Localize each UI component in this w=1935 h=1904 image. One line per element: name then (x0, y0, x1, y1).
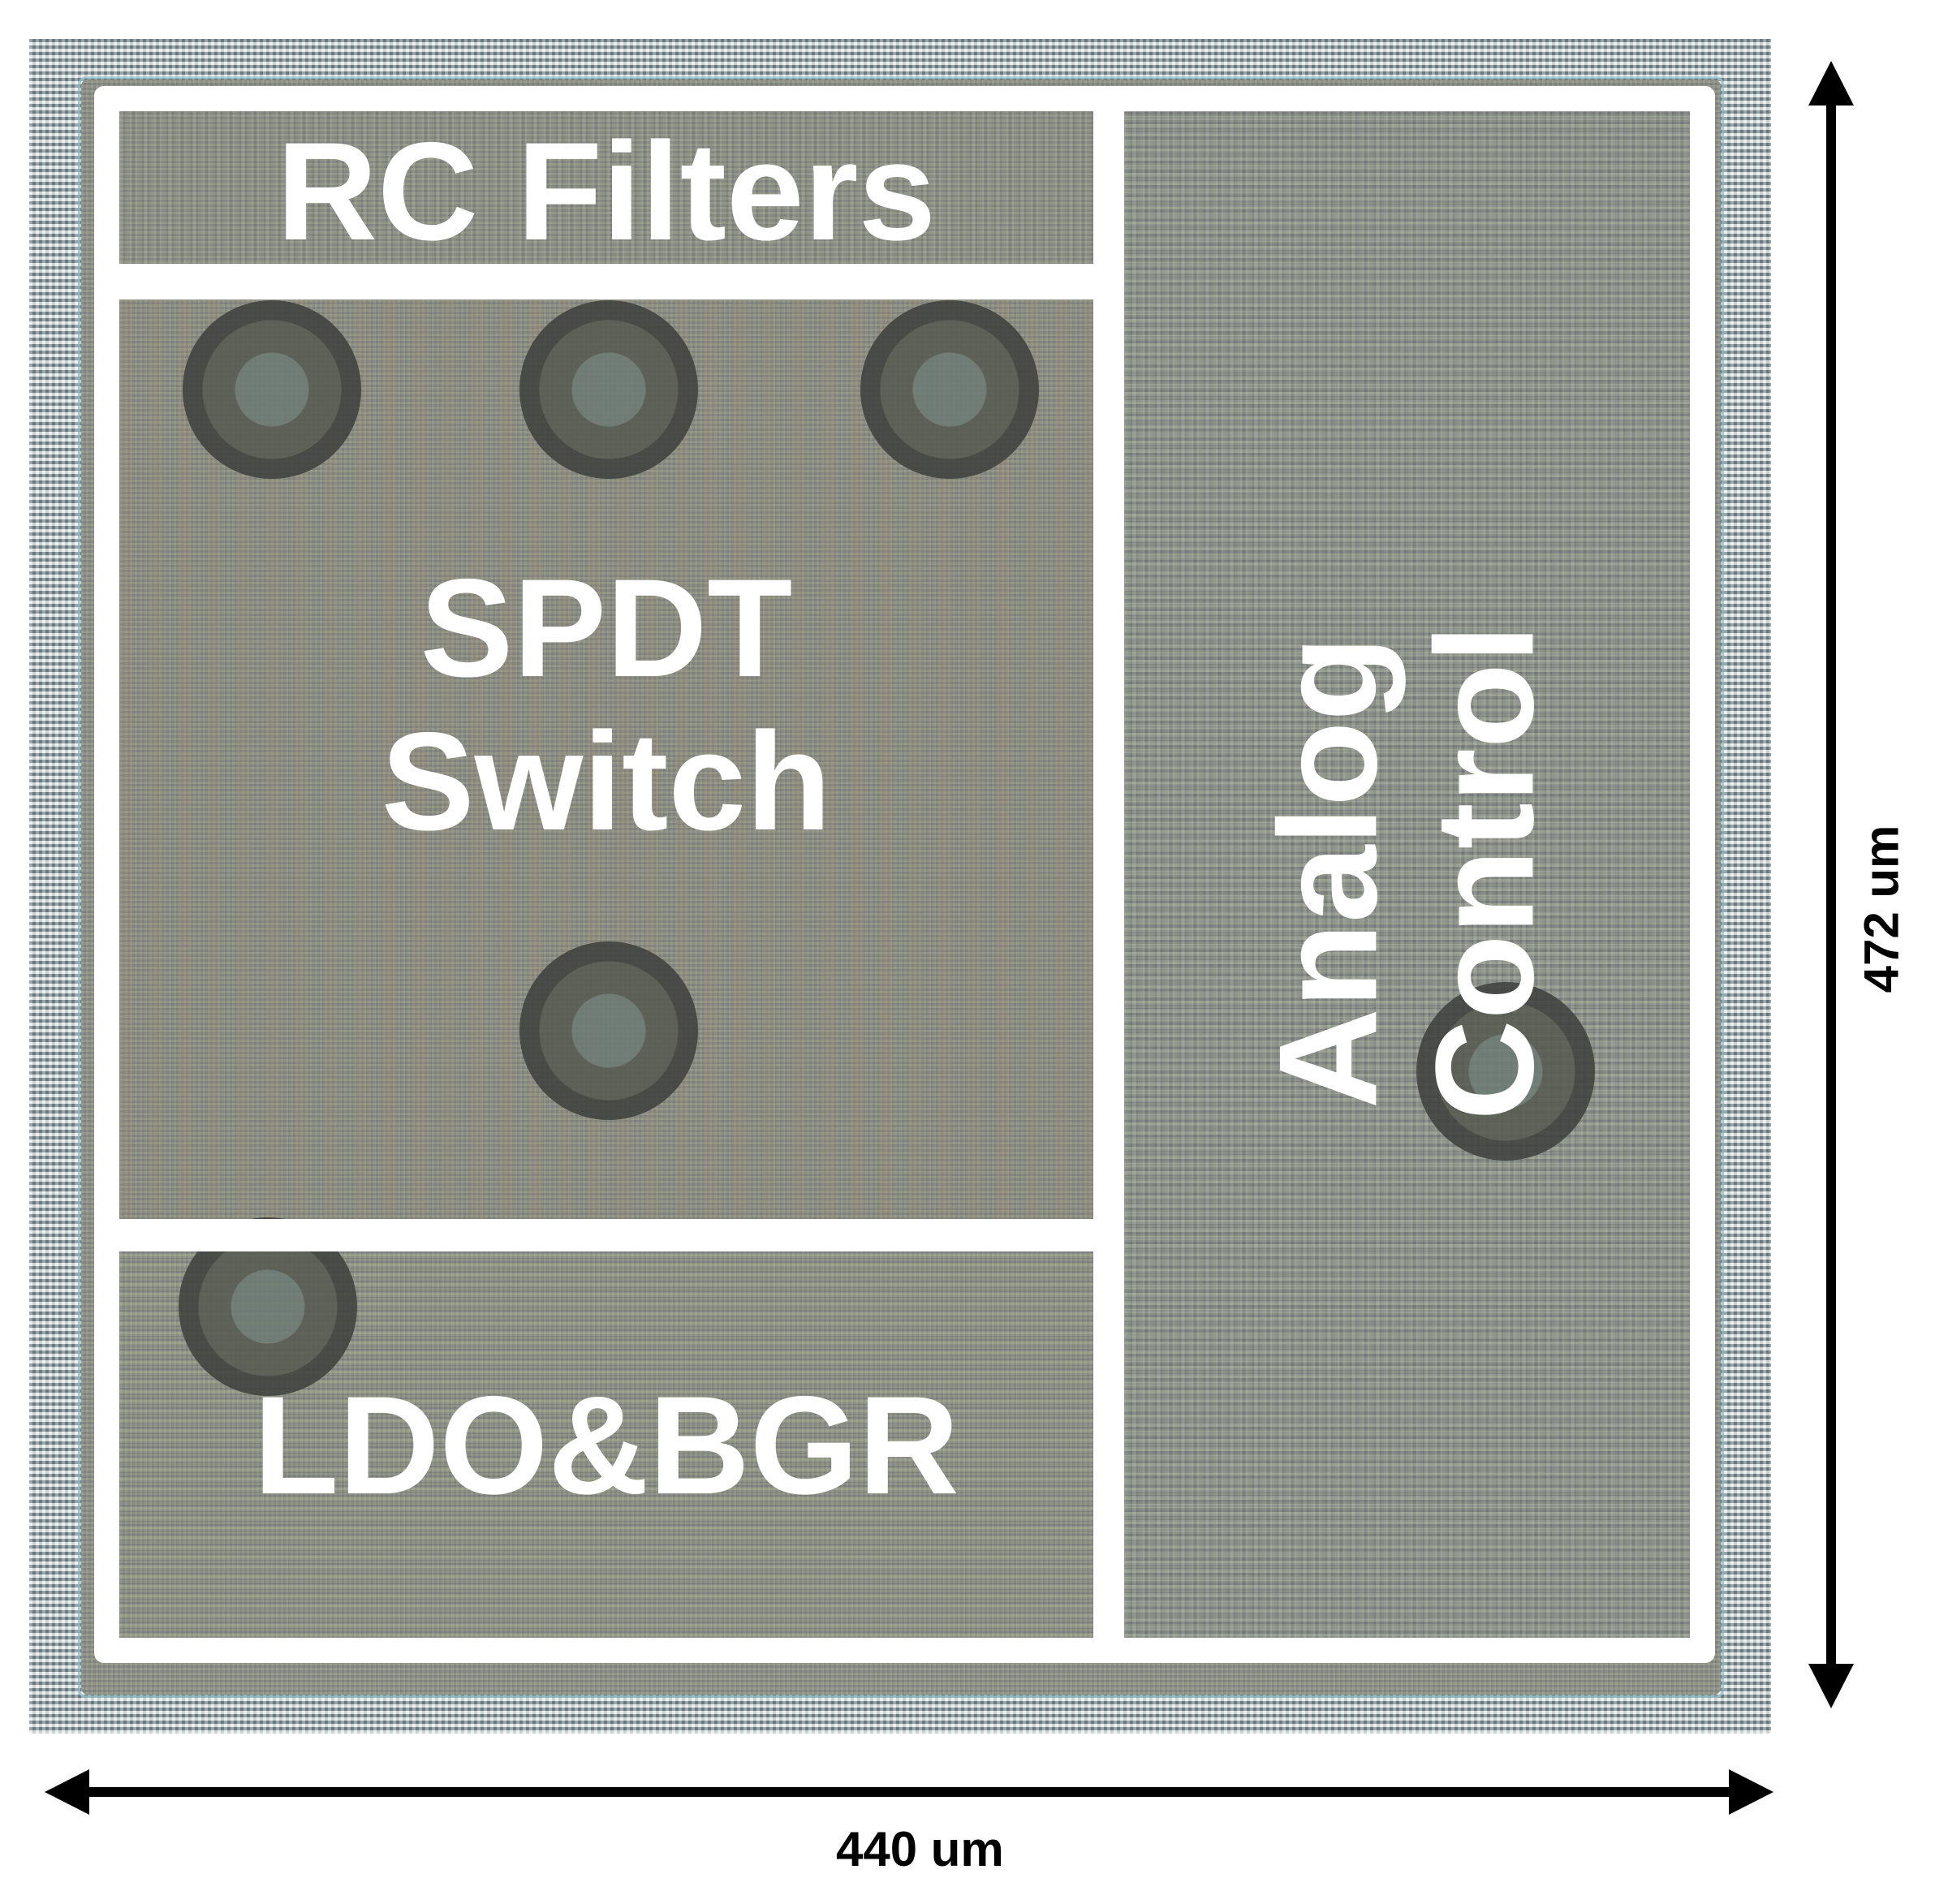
ldo-bgr-label: LDO&BGR (253, 1368, 959, 1523)
bond-pad (860, 300, 1039, 479)
block-outline-frame (94, 86, 1715, 1663)
rc-filters-region (119, 111, 1093, 264)
bond-pad (1416, 982, 1595, 1161)
vertical-divider (1093, 86, 1124, 1663)
spdt-label-line2: Switch (381, 704, 832, 860)
horizontal-divider-top (94, 264, 1101, 299)
bond-pad (519, 941, 698, 1120)
seal-ring (78, 76, 1724, 1698)
bond-pad (519, 300, 698, 479)
height-dimension-label: 472 um (1854, 825, 1909, 993)
width-arrow (45, 1769, 1773, 1815)
spdt-label-line1: SPDT (420, 550, 793, 706)
die-photo (29, 39, 1771, 1734)
spdt-switch-label: SPDT Switch (119, 550, 1093, 860)
height-arrow (1808, 61, 1854, 1708)
horizontal-divider-bottom (94, 1219, 1101, 1251)
analog-control-region (1124, 111, 1690, 1638)
width-dimension-label: 440 um (836, 1822, 1004, 1876)
bond-pad (183, 300, 361, 479)
rc-filters-label: RC Filters (276, 114, 937, 269)
